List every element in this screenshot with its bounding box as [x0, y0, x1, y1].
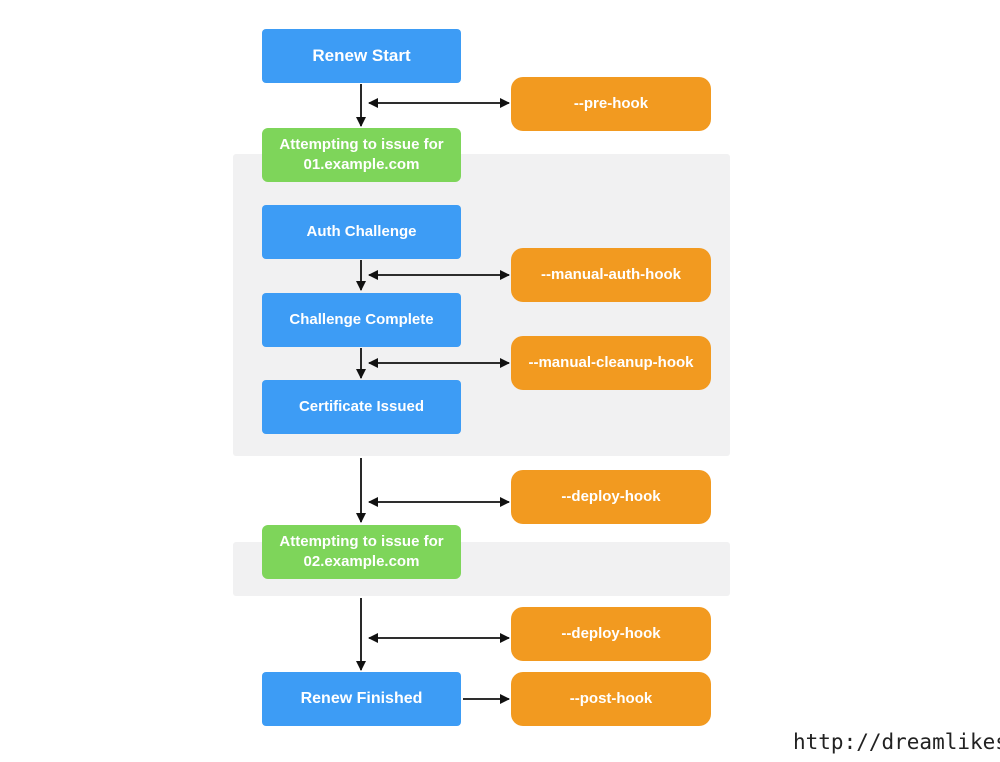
certificate-issued-box: Certificate Issued [262, 380, 461, 434]
challenge-complete-box: Challenge Complete [262, 293, 461, 347]
post-hook-box: --post-hook [511, 672, 711, 726]
deploy-hook-box-2: --deploy-hook [511, 607, 711, 661]
attempt-01-box: Attempting to issue for 01.example.com [262, 128, 461, 182]
attempt-02-box: Attempting to issue for 02.example.com [262, 525, 461, 579]
manual-auth-hook-box: --manual-auth-hook [511, 248, 711, 302]
manual-cleanup-hook-box: --manual-cleanup-hook [511, 336, 711, 390]
renew-start-box: Renew Start [262, 29, 461, 83]
renew-finished-box: Renew Finished [262, 672, 461, 726]
auth-challenge-box: Auth Challenge [262, 205, 461, 259]
pre-hook-box: --pre-hook [511, 77, 711, 131]
watermark-text: http://dreamlikes.cn [793, 730, 1000, 754]
deploy-hook-box-1: --deploy-hook [511, 470, 711, 524]
